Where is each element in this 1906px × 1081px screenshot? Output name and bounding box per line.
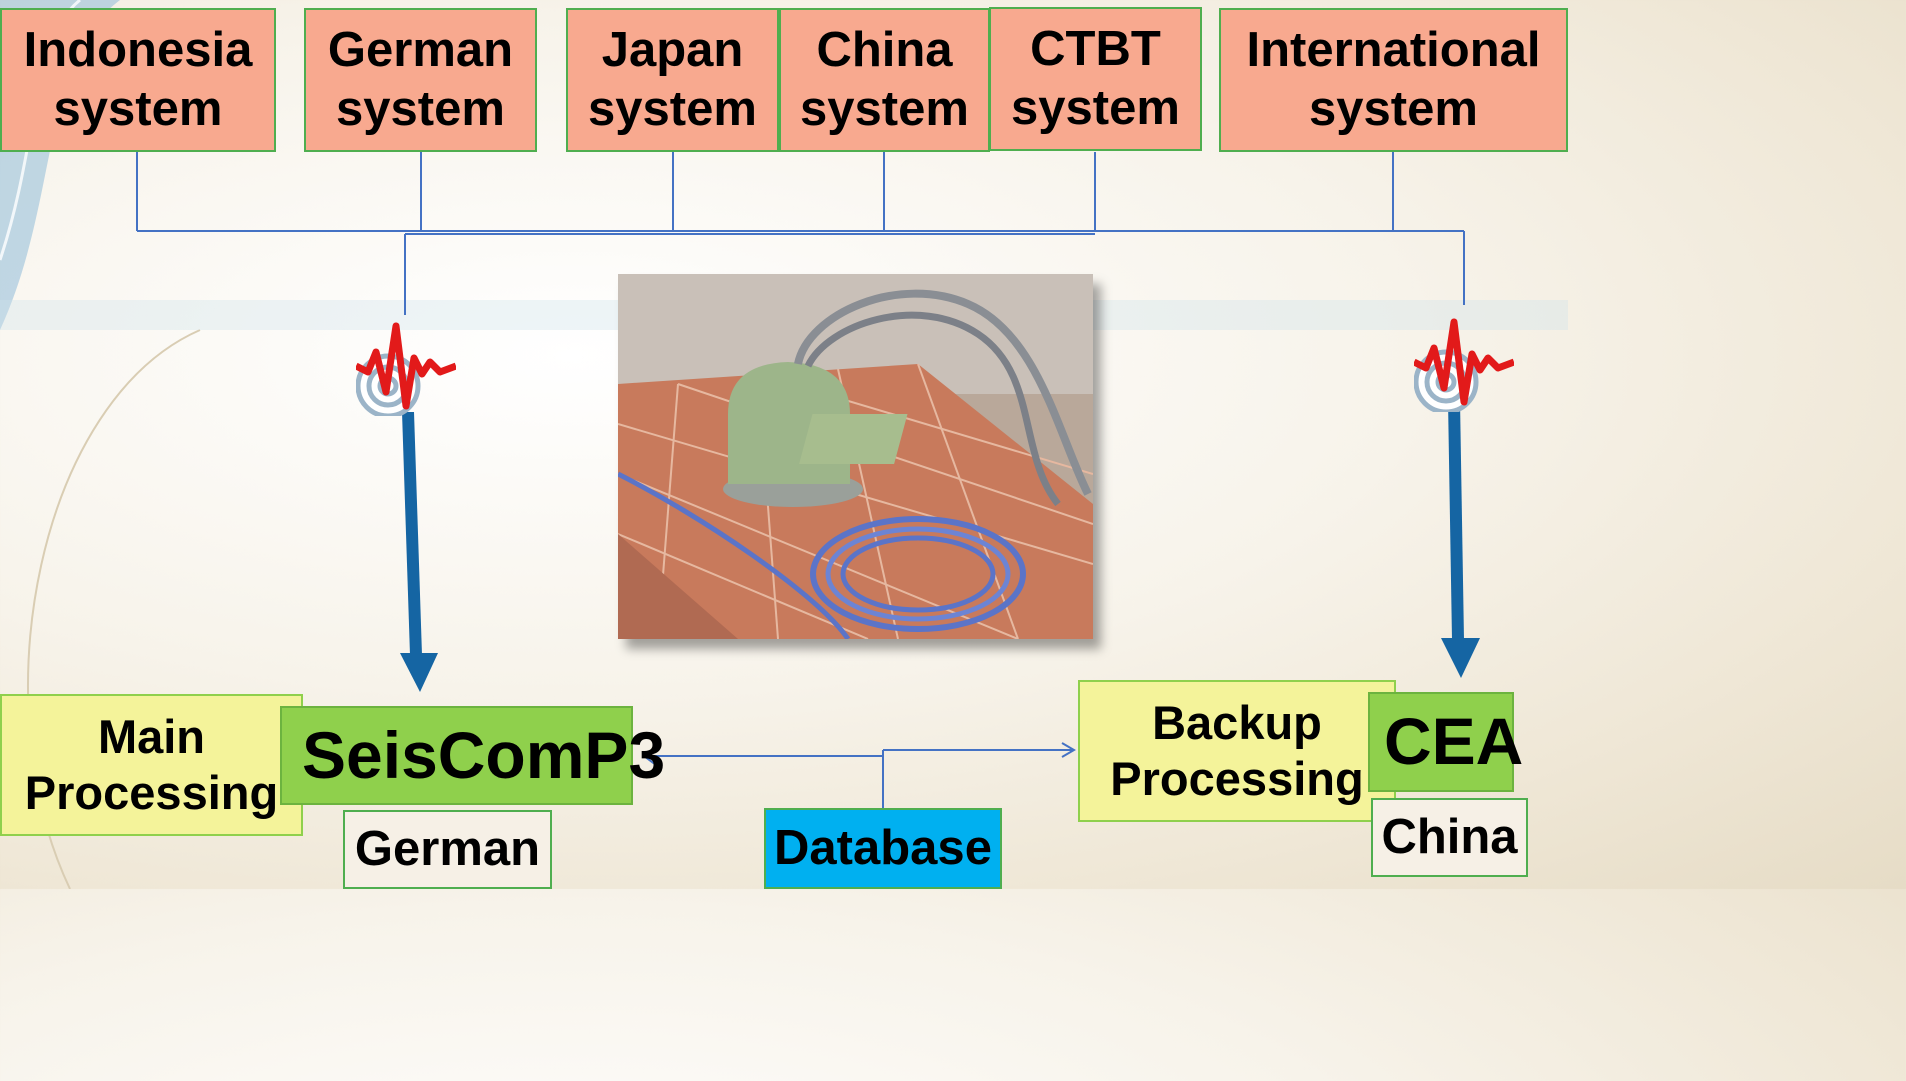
seismic-wave-icon — [1414, 318, 1514, 412]
cea-box: CEA — [1368, 692, 1523, 792]
indonesia-system-box: Indonesia system — [0, 8, 276, 152]
seismic-wave-icon — [356, 322, 456, 416]
japan-system-box: Japan system — [566, 8, 779, 152]
ctbt-system-box: CTBT system — [989, 7, 1202, 151]
backup-processing-box: Backup Processing — [1078, 680, 1396, 822]
china-origin-box: China — [1371, 798, 1528, 877]
database-box: Database — [764, 808, 1002, 889]
seiscomp3-box: SeisComP3 — [280, 706, 665, 805]
german-origin-box: German — [343, 810, 552, 889]
china-system-box: China system — [779, 8, 990, 152]
main-processing-box: Main Processing — [0, 694, 303, 836]
international-system-box: International system — [1219, 8, 1568, 152]
german-system-box: German system — [304, 8, 537, 152]
seismometer-photo — [618, 274, 1093, 639]
